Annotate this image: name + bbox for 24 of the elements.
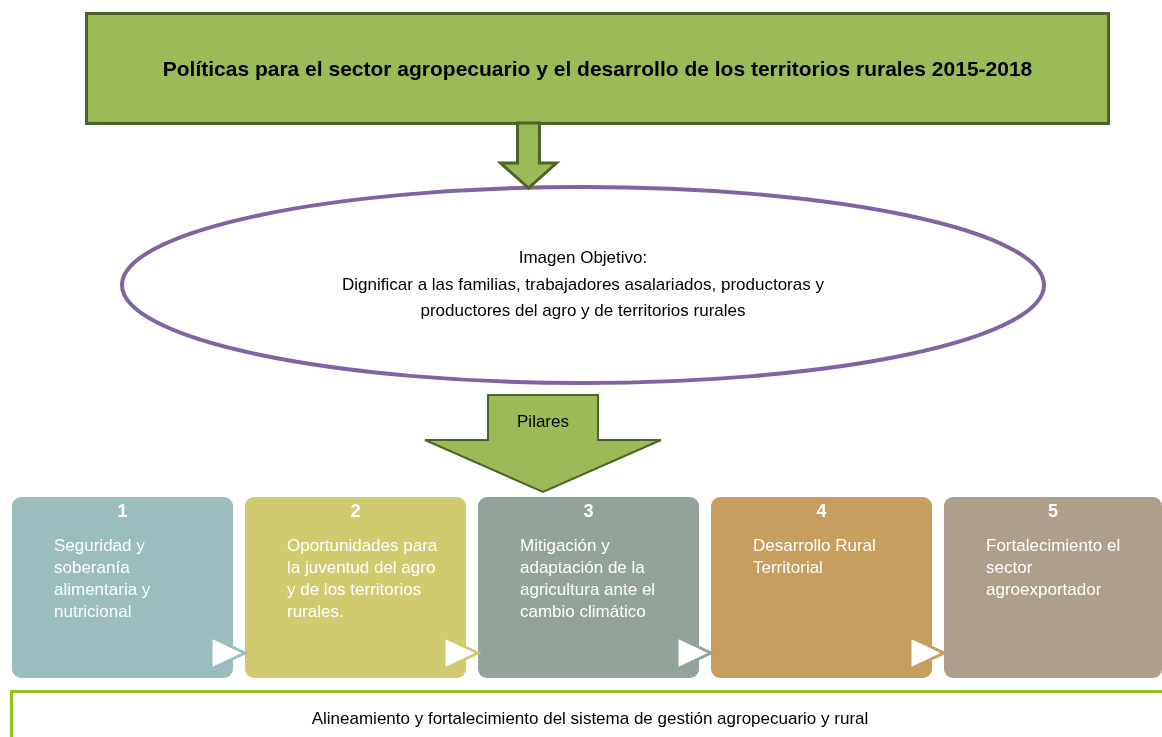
pillar-number: 4 (815, 501, 828, 523)
arrow-label: Pilares (516, 412, 570, 432)
title-text: Políticas para el sector agropecuario y el desarrollo de los territorios rurales 2015-2018 (162, 55, 1033, 82)
pillar-card (478, 497, 699, 678)
block-arrow (496, 121, 561, 190)
pillar-text: Fortalecimiento el sector agroexportador (986, 535, 1122, 602)
pillar-number: 1 (116, 501, 129, 523)
objective-text: Dignificar a las familias, trabajadores asalariados, productoras y productores del agro y de territorios rurales (341, 273, 825, 323)
pillar-number: 3 (582, 501, 595, 523)
pillar-text: Seguridad y soberanía alimentaria y nutricional (54, 535, 152, 624)
pillar-text: Mitigación y adaptación de la agricultura ante el cambio climático (520, 535, 657, 624)
pillar-card (944, 497, 1162, 678)
pillar-card (12, 497, 233, 678)
title-box (85, 12, 1110, 125)
band-box (10, 690, 1162, 737)
pillar-number: 5 (1047, 501, 1059, 523)
band-text: Alineamiento y fortalecimiento del sistema de gestión agropecuario y rural (310, 709, 870, 729)
pillar-text: Desarrollo Rural Territorial (753, 535, 877, 580)
pillar-number: 2 (349, 501, 362, 523)
pillar-card (245, 497, 466, 678)
block-arrow (424, 394, 662, 494)
objective-heading: Imagen Objetivo: (518, 247, 648, 270)
pillar-text: Oportunidades para la juventud del agro y de los territorios rurales. (287, 535, 439, 624)
pillar-card (711, 497, 932, 678)
